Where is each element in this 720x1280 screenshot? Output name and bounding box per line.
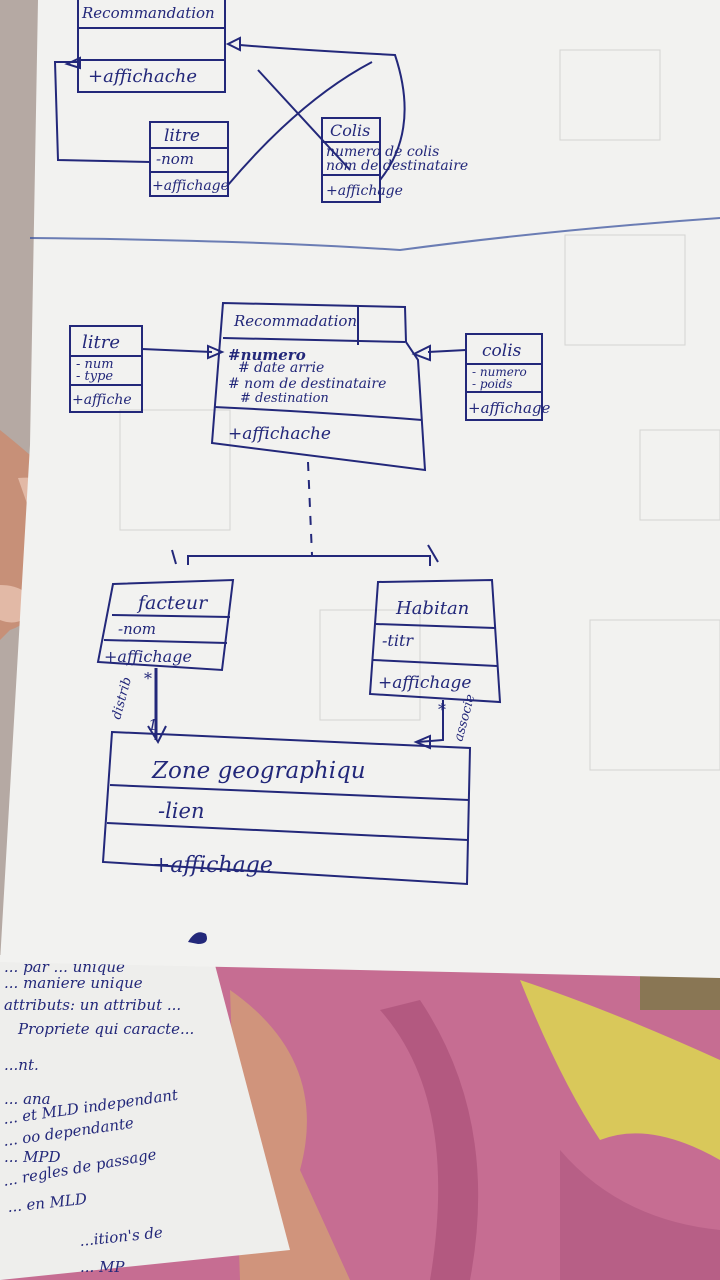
dependency-dashed-line — [307, 461, 313, 556]
multiplicity-star-left: * — [144, 669, 152, 688]
top-recommandation-method: +affichache — [88, 66, 197, 87]
top-sketch — [53, 0, 406, 203]
facteur-zone-arrow — [147, 725, 167, 745]
zone-box — [101, 730, 472, 886]
main-paper — [0, 0, 720, 978]
top-sketch-text: Recommandation +affichache litre -nom +a… — [81, 4, 468, 199]
top-litre-attr: -nom — [156, 150, 194, 168]
top-litre-title: litre — [164, 126, 200, 146]
recommandation-attr-destinataire: # nom de destinataire — [228, 376, 386, 392]
litre-to-recommandation-arrow — [141, 348, 213, 353]
note-line-4: Propriete qui caracte... — [17, 1020, 194, 1038]
habitant-zone-association — [417, 700, 444, 743]
litre-attr-type: - type — [76, 369, 113, 384]
ink-blot — [188, 932, 207, 944]
note-line-2: ... maniere unique — [4, 974, 143, 992]
main-diagram-text: Recommadation #numero # date arrie # nom… — [72, 312, 551, 878]
main-diagram-shapes — [69, 301, 543, 886]
recommandation-method: +affichache — [228, 424, 331, 444]
multiplicity-star-right: * — [438, 700, 446, 719]
colis-attr-numero: - numero — [472, 365, 527, 379]
top-colis-box — [321, 117, 381, 203]
multiplicity-one-left: 1 — [148, 716, 158, 734]
top-litre-method: +affichage — [152, 178, 229, 194]
note-line-6: ... ana — [4, 1090, 51, 1108]
top-litre-box — [149, 121, 229, 197]
note-line-5: ...nt. — [4, 1056, 39, 1074]
top-colis-method: +affichage — [326, 183, 403, 199]
recommandation-attr-numero: #numero — [228, 346, 306, 364]
top-colis-attr-2: nom de destinataire — [326, 158, 468, 174]
colis-to-recommandation-arrow — [427, 349, 467, 353]
litre-method: +affiche — [72, 392, 132, 408]
facteur-method: +affichage — [104, 647, 192, 666]
habitant-box — [368, 578, 502, 704]
top-colis-title: Colis — [330, 121, 370, 140]
colis-box — [465, 333, 543, 421]
colis-method: +affichage — [468, 399, 551, 417]
colis-title: colis — [482, 341, 522, 361]
recommandation-attr-date: # date arrie — [238, 360, 324, 376]
recommandation-attr-destination: # destination — [240, 391, 329, 406]
habitant-zone-arrow — [413, 734, 431, 750]
arrowhead-right — [411, 344, 431, 362]
facteur-title: facteur — [136, 592, 209, 614]
notes-page: ... par ... unique ... maniere unique at… — [0, 955, 290, 1280]
litre-title: litre — [82, 332, 120, 353]
top-colis-attr-1: numero de colis — [326, 144, 439, 160]
arrowhead-left — [207, 344, 225, 360]
note-line-9: ... MPD — [4, 1148, 61, 1166]
top-recommandation-title: Recommandation — [81, 4, 215, 22]
note-line-13: ... MP — [80, 1258, 125, 1276]
recommandation-box — [210, 301, 427, 472]
facteur-attr-nom: -nom — [118, 620, 156, 638]
habitant-method: +affichage — [378, 673, 471, 693]
inheritance-bar — [187, 555, 431, 566]
zone-attr-lien: -lien — [158, 799, 204, 823]
top-recommandation-box — [77, 0, 226, 93]
zone-title: Zone geographiqu — [151, 758, 366, 784]
habitant-title: Habitan — [395, 598, 469, 619]
colis-attr-poids: - poids — [472, 377, 512, 391]
facteur-box — [96, 578, 235, 672]
habitant-attr-titre: -titr — [382, 631, 414, 650]
recommandation-title: Recommadation — [233, 312, 357, 330]
note-line-3: attributs: un attribut ... — [4, 996, 181, 1014]
litre-box — [69, 325, 143, 413]
litre-attr-num: - num — [76, 357, 114, 372]
zone-method: +affichage — [152, 853, 273, 878]
